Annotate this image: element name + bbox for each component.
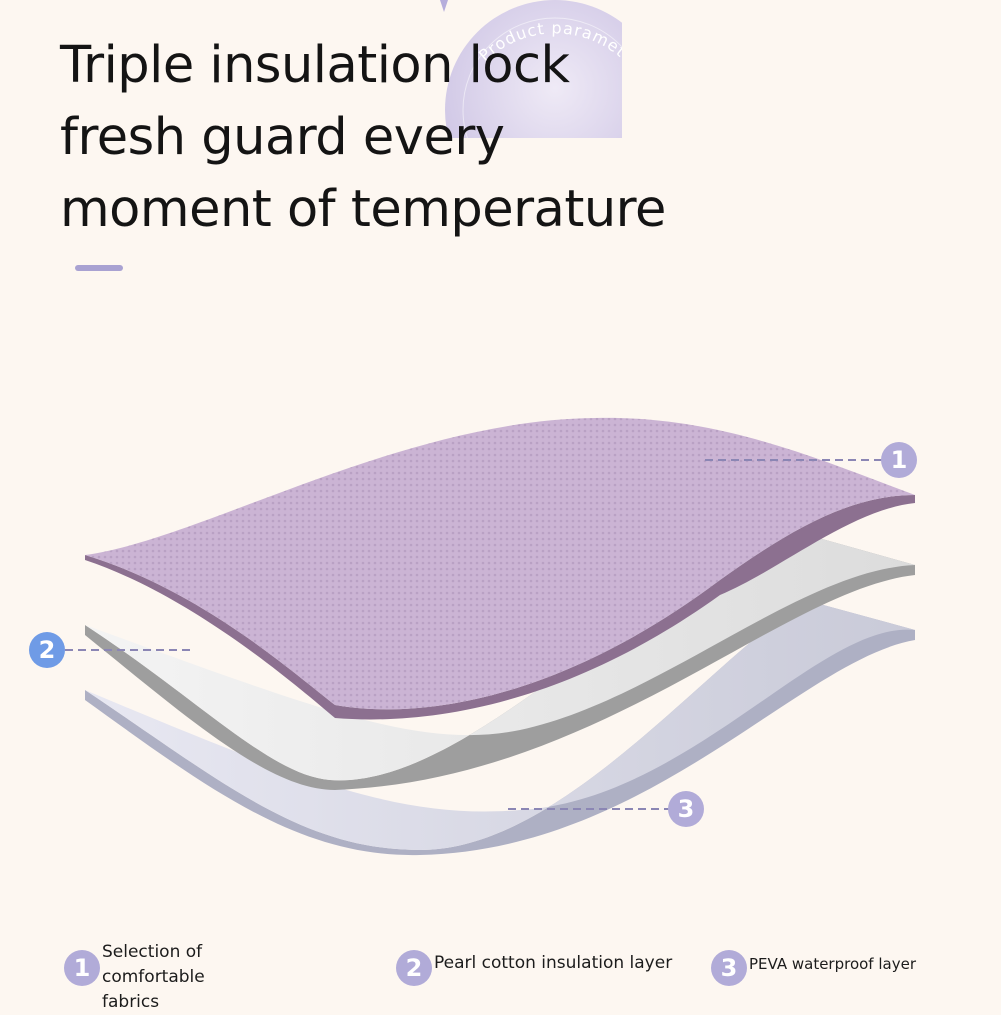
- legend-label: Selection of comfortable fabrics: [102, 940, 205, 1015]
- legend-label-line-1: Selection of comfortable: [102, 942, 205, 987]
- legend-label: Pearl cotton insulation layer: [434, 953, 673, 973]
- legend-label-line-2: fabrics: [102, 992, 160, 1012]
- headline-line-3: moment of temperature: [60, 180, 666, 239]
- badge-circle: [445, 0, 622, 138]
- legend-number-badge: 1: [64, 950, 100, 986]
- badge-pointer-icon: [440, 0, 448, 12]
- headline-line-1: Triple insulation lock: [60, 36, 570, 95]
- accent-divider: [75, 265, 123, 271]
- callout-1-leader-line: [705, 459, 883, 461]
- headline: Triple insulation lock fresh guard every…: [60, 30, 666, 246]
- callout-3-leader-line: [508, 808, 670, 810]
- callout-2-leader-line: [65, 649, 193, 651]
- product-parameters-badge: Product parameters: [440, 0, 622, 138]
- headline-line-2: fresh guard every: [60, 108, 505, 167]
- peva-waterproof-layer: [85, 600, 915, 856]
- legend-number-badge: 3: [711, 950, 747, 986]
- callout-1-number-badge: 1: [881, 442, 917, 478]
- callout-3-number-badge: 3: [668, 791, 704, 827]
- legend-label: PEVA waterproof layer: [749, 955, 916, 973]
- material-layers-illustration: [85, 417, 915, 856]
- comfortable-fabric-layer: [85, 417, 915, 720]
- callout-2-number-badge: 2: [29, 632, 65, 668]
- legend-number-badge: 2: [396, 950, 432, 986]
